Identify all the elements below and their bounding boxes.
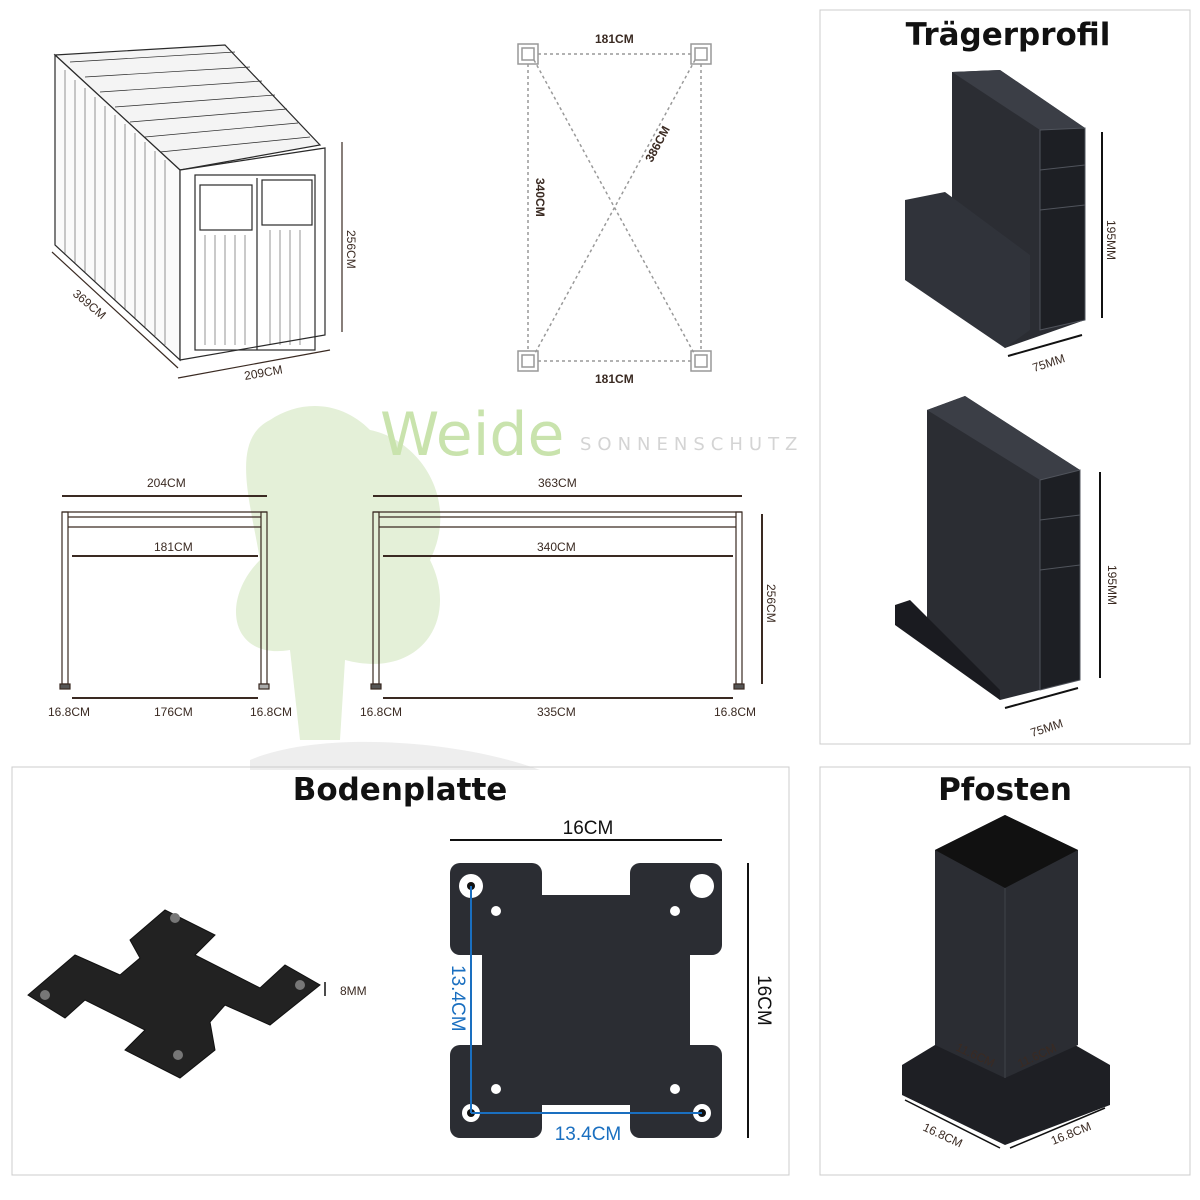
bodenplatte-width: 16CM [563, 818, 614, 839]
front-between-label: 176CM [154, 705, 193, 719]
bodenplatte-height: 16CM [753, 975, 774, 1026]
traeger-upper-width: 75MM [1031, 351, 1067, 375]
top-view-top-label: 181CM [595, 32, 634, 46]
pfosten-base-a: 16.8CM [921, 1120, 965, 1150]
traeger-upper-height: 195MM [1104, 220, 1118, 260]
iso-depth-label: 369CM [70, 287, 109, 323]
side-view-drawing [370, 495, 763, 699]
side-post-left-label: 16.8CM [360, 705, 402, 719]
front-outer-label: 204CM [147, 476, 186, 490]
pfosten-drawing [902, 815, 1110, 1149]
top-view-diagonal-label: 386CM [642, 124, 673, 165]
watermark-brand: Weide [380, 400, 564, 470]
front-post-left-label: 16.8CM [48, 705, 90, 719]
traegerprofil-title: Trägerprofil [906, 17, 1111, 53]
traeger-lower-height: 195MM [1105, 565, 1119, 605]
traegerprofil-lower-drawing [895, 396, 1101, 709]
bodenplatte-thickness: 8MM [340, 984, 367, 998]
front-inner-label: 181CM [154, 540, 193, 554]
watermark-tree [236, 406, 540, 770]
traegerprofil-panel [819, 9, 1191, 745]
bodenplatte-hole-horizontal: 13.4CM [555, 1124, 622, 1145]
iso-width-label: 209CM [243, 362, 284, 383]
iso-height-label: 256CM [344, 230, 358, 269]
traeger-lower-width: 75MM [1029, 716, 1065, 740]
side-between-label: 335CM [537, 705, 576, 719]
bodenplatte-top-drawing [450, 839, 749, 1138]
pfosten-panel [819, 766, 1191, 1176]
watermark-tagline: SONNENSCHUTZ [580, 434, 803, 455]
side-inner-label: 340CM [537, 540, 576, 554]
top-view-drawing [517, 43, 712, 372]
top-view-bottom-label: 181CM [595, 372, 634, 386]
top-view-side-label: 340CM [533, 178, 547, 217]
bodenplatte-panel [11, 766, 790, 1176]
watermark: Weide SONNENSCHUTZ [380, 400, 803, 470]
traegerprofil-upper-drawing [905, 70, 1103, 357]
iso-pavilion-drawing [51, 44, 343, 379]
pfosten-title: Pfosten [938, 772, 1072, 808]
front-post-right-label: 16.8CM [250, 705, 292, 719]
bodenplatte-iso-drawing [27, 909, 326, 1079]
side-post-right-label: 16.8CM [714, 705, 756, 719]
side-height-label: 256CM [764, 584, 778, 623]
side-outer-label: 363CM [538, 476, 577, 490]
front-view-drawing [59, 495, 270, 699]
bodenplatte-hole-vertical: 13.4CM [447, 965, 468, 1032]
bodenplatte-title: Bodenplatte [293, 772, 508, 808]
